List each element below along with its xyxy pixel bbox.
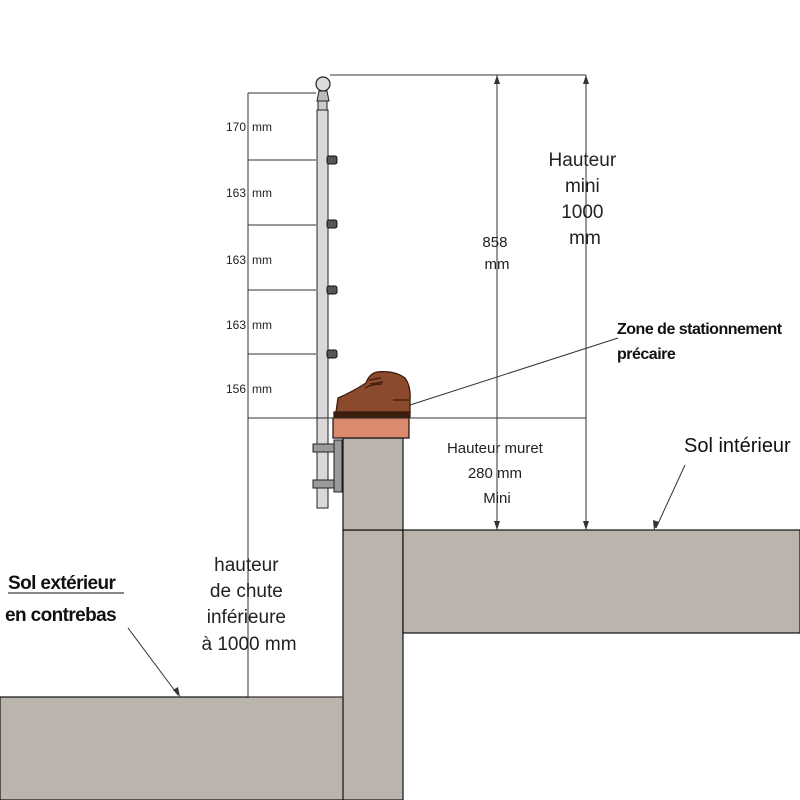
hauteur-muret-label: Hauteur muret 280 mm Mini [447, 440, 547, 507]
arrow-858-bottom [494, 521, 500, 530]
dimension-arrows [173, 75, 659, 697]
sol-interieur-leader [655, 464, 686, 529]
shoe-icon [333, 370, 411, 418]
coping-brick [332, 417, 410, 439]
rod-fixing-3 [326, 285, 338, 295]
arrow-sol-exterieur [173, 687, 180, 697]
rod-fixings [326, 155, 338, 359]
rod-fixing-1 [326, 155, 338, 165]
dimension-lines [127, 74, 686, 698]
dim-858-label: 858 mm [482, 234, 511, 273]
bracket-plate [333, 439, 343, 493]
exterior-ground-slab [0, 696, 346, 800]
arrow-858-top [494, 75, 500, 84]
interior-floor-slab [402, 529, 800, 634]
sol-exterieur-label: Sol extérieur en contrebas [5, 573, 120, 626]
hauteur-mini-label: Hauteur mini 1000 mm [549, 150, 622, 249]
arrow-1000-top [583, 75, 589, 84]
sol-interieur-label: Sol intérieur [684, 435, 791, 457]
rod-fixing-4 [326, 349, 338, 359]
arrow-1000-bottom [583, 521, 589, 530]
foundation-wall [342, 529, 404, 800]
low-wall-muret [342, 437, 404, 531]
zone-leader-line [409, 337, 619, 406]
arrow-sol-interieur [653, 520, 659, 530]
zone-stationnement-label: Zone de stationnement précaire [617, 321, 786, 363]
hauteur-chute-label: hauteur de chute inférieure à 1000 mm [201, 555, 296, 655]
handrail-cap-icon [315, 76, 331, 111]
railing-post [312, 76, 343, 509]
concrete-structure [0, 437, 800, 800]
wall-brackets [312, 439, 343, 493]
rod-fixing-2 [326, 219, 338, 229]
sol-exterieur-leader [127, 627, 179, 696]
